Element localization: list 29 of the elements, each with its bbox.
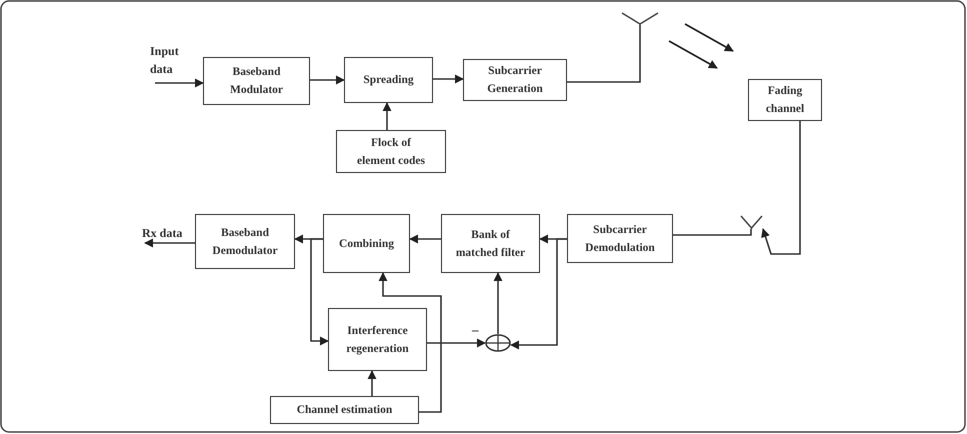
connector-arrow bbox=[382, 102, 392, 130]
signal-label: Rx data bbox=[142, 225, 182, 242]
process-box: Subcarrier Demodulation bbox=[567, 214, 673, 263]
process-box: Subcarrier Generation bbox=[463, 59, 567, 101]
process-box: Baseband Demodulator bbox=[195, 214, 295, 269]
process-box: Channel estimation bbox=[270, 396, 419, 424]
connector-arrow bbox=[761, 121, 801, 255]
connector-line bbox=[673, 229, 752, 236]
connector-arrow bbox=[494, 272, 502, 334]
process-box: Bank of matched filter bbox=[441, 214, 540, 273]
connector-arrow bbox=[368, 370, 376, 396]
connector-arrow bbox=[155, 78, 204, 88]
connector-arrow bbox=[510, 238, 567, 350]
connector-arrow bbox=[409, 234, 441, 244]
process-box: Flock of element codes bbox=[336, 130, 446, 173]
connector-arrow bbox=[144, 238, 195, 248]
connector-line bbox=[567, 25, 641, 83]
process-box: Combining bbox=[323, 214, 410, 273]
process-box: Baseband Modulator bbox=[203, 57, 310, 105]
connector-arrow bbox=[310, 76, 345, 84]
connector-arrow bbox=[427, 338, 486, 348]
connector-arrow bbox=[310, 238, 329, 346]
signal-label: Input data bbox=[150, 43, 180, 78]
sign-label: – bbox=[472, 322, 478, 338]
connector-arrow bbox=[433, 74, 464, 84]
process-box: Interference regeneration bbox=[328, 308, 427, 371]
connector-arrow bbox=[378, 272, 442, 413]
process-box: Fading channel bbox=[748, 79, 822, 121]
process-box: Spreading bbox=[344, 57, 433, 103]
